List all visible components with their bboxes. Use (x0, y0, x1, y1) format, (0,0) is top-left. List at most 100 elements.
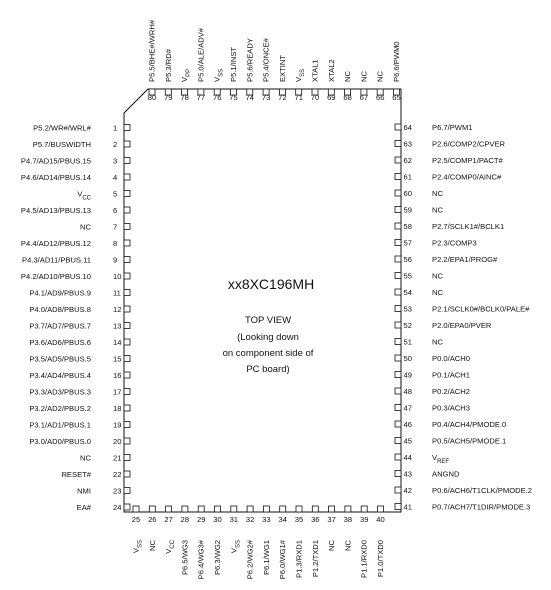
pin-label: NC (359, 71, 368, 82)
pin-label: P4.2/AD10/PBUS.10 (21, 272, 91, 281)
pin-number: 68 (343, 93, 351, 102)
pin-number: 23 (113, 486, 121, 495)
pin-number: 57 (404, 238, 412, 247)
pin-number: 15 (113, 354, 121, 363)
pin-pad (393, 88, 400, 96)
pin-pad (394, 140, 402, 147)
pin-number: 7 (113, 222, 117, 231)
pin-pad (394, 404, 402, 411)
pin-number: 80 (148, 93, 156, 102)
pin-pad (394, 338, 402, 345)
pin-number: 61 (404, 172, 412, 181)
pin-number: 54 (404, 288, 412, 297)
pin-pad (394, 288, 402, 296)
pin-number: 70 (311, 93, 319, 102)
pin-pad (123, 371, 131, 379)
pin-pad (148, 505, 156, 513)
pin-label: XTAL2 (327, 59, 336, 82)
pin-pad (148, 88, 156, 96)
pin-pad (197, 88, 205, 96)
pin-pad (311, 88, 319, 96)
pin-pad (123, 190, 131, 197)
pin-label: P2.1/SCLK0#/BCLK0/PALE# (432, 304, 530, 313)
pin-pad (344, 505, 352, 513)
pin-number: 34 (278, 515, 286, 524)
pin-label: P1.0/TXD0 (376, 540, 385, 577)
pin-number: 39 (360, 515, 368, 524)
pin-label: P0.1/ACH1 (432, 370, 470, 379)
pin-number: 74 (246, 93, 254, 102)
pin-label: P2.5/COMP1/PACT# (432, 156, 504, 165)
pin-label: VSS (294, 69, 306, 82)
pin-label: P2.0/EPA0/PVER (432, 321, 492, 330)
pin-label: EXTINT (278, 55, 287, 82)
pin-label: NC (80, 453, 91, 462)
pin-label: P6.1/WG1 (262, 540, 271, 575)
pin-number: 58 (404, 222, 412, 231)
pin-pad (246, 505, 254, 513)
pin-pad (123, 124, 131, 131)
pin-pad (123, 355, 131, 362)
pin-number: 6 (113, 206, 117, 215)
pin-label: P5.7/BUSWIDTH (33, 140, 91, 149)
pin-pad (394, 305, 402, 312)
pin-label: VSS (132, 540, 144, 553)
pin-pad (123, 338, 131, 346)
pin-label: P0.6/ACH6/T1CLK/PMODE.2 (432, 486, 532, 495)
pin-label: NC (432, 271, 443, 280)
pin-number: 78 (180, 93, 188, 102)
pin-number: 50 (404, 354, 412, 363)
pin-number: 38 (344, 515, 352, 524)
pin-pad (214, 505, 221, 513)
pin-label: P5.6/READY (245, 38, 254, 82)
pin-pad (213, 88, 221, 96)
pin-number: 45 (404, 436, 412, 445)
pin-pad (394, 123, 402, 131)
pin-number: 60 (404, 189, 412, 198)
pin-label: P0.0/ACH0 (432, 354, 470, 363)
pin-number: 30 (213, 515, 221, 524)
pin-label: P6.0/WG1# (278, 539, 287, 579)
pin-pad (123, 289, 131, 296)
pin-pad (123, 256, 131, 263)
pin-label: NMI (77, 486, 91, 495)
pin-label: P3.2/AD2/PBUS.2 (29, 404, 91, 413)
pin-number: 11 (113, 288, 121, 297)
pin-number: 47 (404, 403, 412, 412)
pin-label: NC (148, 539, 157, 550)
pin-number: 73 (262, 93, 270, 102)
pin-label: P5.0/ALE/ADV# (196, 27, 205, 82)
pin-label: P4.6/AD14/PBUS.14 (21, 173, 91, 182)
pin-number: 76 (213, 93, 221, 102)
pin-pad (123, 223, 131, 230)
pin-pad (295, 505, 303, 513)
pin-number: 71 (294, 93, 302, 102)
pin-label: NC (432, 337, 443, 346)
pin-pad (123, 404, 131, 412)
pin-number: 33 (262, 515, 270, 524)
pin-pad (165, 505, 173, 513)
pin-label: P3.0/AD0/PBUS.0 (29, 437, 91, 446)
pin-label: P6.6/PWM0 (392, 41, 401, 82)
pin-number: 36 (311, 515, 319, 524)
pin-pad (394, 189, 402, 197)
pin-label: P3.7/AD7/PBUS.7 (29, 321, 91, 330)
pin-label: NC (343, 71, 352, 82)
pin-pad (181, 505, 189, 513)
pin-label: P2.7/SCLK1#/BCLK1 (432, 222, 504, 231)
pin-label: P3.5/AD5/PBUS.5 (29, 354, 91, 363)
pin-pad (278, 88, 286, 96)
pin-label: P4.1/AD9/PBUS.9 (29, 288, 91, 297)
pin-pad (377, 505, 384, 513)
pin-pad (123, 388, 131, 395)
pin-number: 22 (113, 470, 121, 479)
pin-pad (197, 505, 205, 513)
pin-number: 62 (404, 156, 412, 165)
pin-pad (262, 88, 270, 96)
view-line-3: on component side of (223, 348, 314, 359)
pin-number: 56 (404, 255, 412, 264)
pin-number: 9 (113, 255, 117, 264)
pin-label: P6.4/WG3# (197, 539, 206, 579)
pin-number: 5 (113, 189, 117, 198)
pin-number: 42 (404, 486, 412, 495)
